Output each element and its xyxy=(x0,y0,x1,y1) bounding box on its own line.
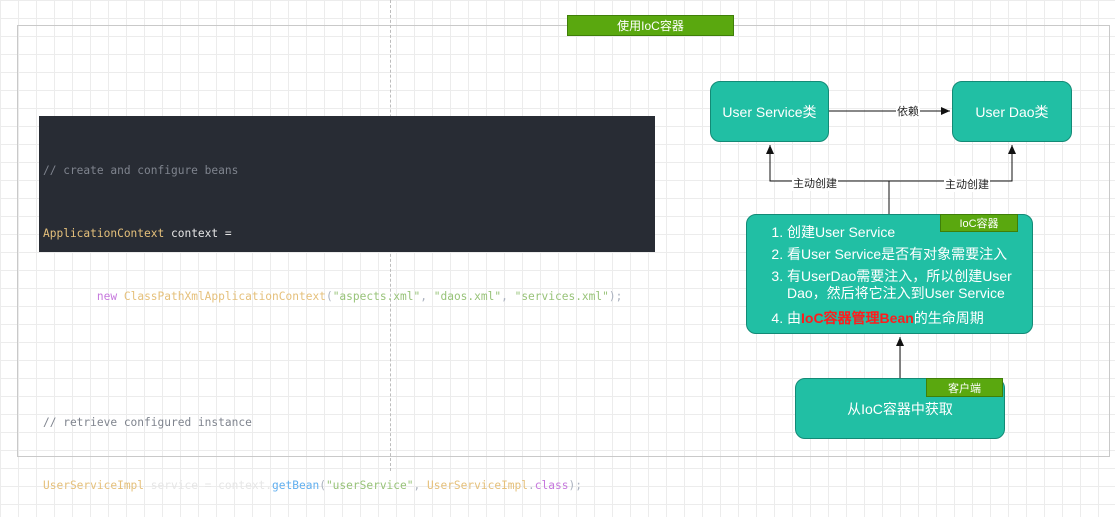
code-type: ApplicationContext xyxy=(43,227,165,240)
edge-label-depends: 依赖 xyxy=(896,103,920,119)
code-string: "userService" xyxy=(325,479,414,492)
code-punct: . xyxy=(528,479,535,492)
code-text: service = context. xyxy=(144,479,273,492)
edge-label-create-left: 主动创建 xyxy=(792,175,838,191)
code-class: UserServiceImpl xyxy=(426,479,529,492)
ioc-step-4: 由IoC容器管理Bean的生命周期 xyxy=(787,307,1028,329)
ioc-step4-highlight: IoC容器管理Bean xyxy=(801,310,914,326)
code-keyword: class xyxy=(534,479,569,492)
code-string: "daos.xml" xyxy=(433,290,502,303)
code-keyword: new xyxy=(96,290,118,303)
code-block: // create and configure beans Applicatio… xyxy=(39,116,655,492)
ioc-tag: IoC容器 xyxy=(940,214,1018,232)
diagram-edges xyxy=(766,107,1016,378)
edge-label-create-right: 主动创建 xyxy=(944,176,990,192)
code-line-2: ApplicationContext context = xyxy=(43,223,651,244)
edge-create-right xyxy=(889,145,1016,182)
ioc-step: 有UserDao需要注入，所以创建User Dao，然后将它注入到User Se… xyxy=(787,268,1028,302)
code-punct: ); xyxy=(568,479,582,492)
code-line-6: UserServiceImpl service = context.getBea… xyxy=(43,475,651,496)
code-string: "aspects.xml" xyxy=(332,290,421,303)
node-user-service[interactable]: User Service类 xyxy=(710,81,829,142)
code-comment: // retrieve configured instance xyxy=(43,416,252,429)
code-class: ClassPathXmlApplicationContext xyxy=(123,290,326,303)
ioc-steps-list: 创建User Service 看User Service是否有对象需要注入 有U… xyxy=(769,221,1028,329)
node-user-dao[interactable]: User Dao类 xyxy=(952,81,1072,142)
code-punct: , xyxy=(413,479,427,492)
node-client[interactable]: 从IoC容器中获取 xyxy=(795,378,1005,439)
title-tag: 使用IoC容器 xyxy=(567,15,734,36)
node-ioc-container[interactable]: 创建User Service 看User Service是否有对象需要注入 有U… xyxy=(746,214,1033,334)
code-punct: ); xyxy=(608,290,623,303)
code-punct: , xyxy=(420,290,434,303)
canvas-frame xyxy=(17,25,1110,457)
ioc-step4-suffix: 的生命周期 xyxy=(913,310,984,326)
ioc-step: 创建User Service xyxy=(787,221,1028,243)
code-line-1: // create and configure beans xyxy=(43,160,651,181)
client-tag: 客户端 xyxy=(926,378,1003,397)
code-punct: ( xyxy=(319,479,326,492)
code-punct: , xyxy=(501,290,515,303)
code-line-3: new ClassPathXmlApplicationContext("aspe… xyxy=(43,286,651,307)
code-string: "services.xml" xyxy=(514,290,609,303)
node-user-service-label: User Service类 xyxy=(722,103,817,120)
code-punct: ( xyxy=(325,290,333,303)
ioc-step: 看User Service是否有对象需要注入 xyxy=(787,243,1028,265)
code-type: UserServiceImpl xyxy=(43,479,145,492)
node-user-dao-label: User Dao类 xyxy=(975,103,1049,120)
code-function: getBean xyxy=(272,479,320,492)
code-comment: // create and configure beans xyxy=(43,164,239,177)
ioc-step4-prefix: 由 xyxy=(787,310,801,326)
code-text: context = xyxy=(164,227,232,240)
node-client-label: 从IoC容器中获取 xyxy=(847,400,953,417)
code-line-5: // retrieve configured instance xyxy=(43,412,651,433)
